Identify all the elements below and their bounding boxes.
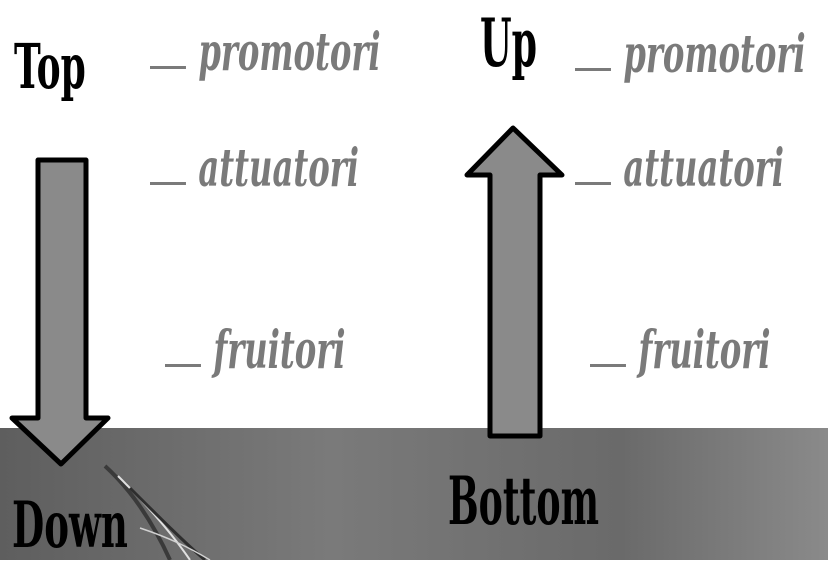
left-term-3: fruitori (165, 320, 346, 381)
bullet-dash (575, 138, 611, 185)
right-term-2-text: attuatori (623, 138, 784, 199)
down-arrow (12, 160, 108, 464)
bullet-dash (165, 320, 201, 367)
label-bottom: Bottom (448, 462, 599, 540)
right-term-1: promotori (575, 24, 806, 85)
right-term-2: attuatori (575, 138, 784, 199)
bullet-dash (150, 22, 186, 69)
label-down: Down (12, 488, 128, 563)
left-term-3-text: fruitori (213, 320, 345, 381)
label-up: Up (480, 4, 537, 82)
up-arrow (467, 128, 562, 436)
right-term-3: fruitori (590, 320, 771, 381)
left-term-1: promotori (150, 22, 381, 83)
bullet-dash (575, 24, 611, 71)
left-term-2-text: attuatori (198, 138, 359, 199)
left-term-1-text: promotori (198, 22, 380, 83)
left-term-2: attuatori (150, 138, 359, 199)
bullet-dash (150, 138, 186, 185)
right-term-3-text: fruitori (638, 320, 770, 381)
bullet-dash (590, 320, 626, 367)
right-term-1-text: promotori (623, 24, 805, 85)
label-top: Top (14, 30, 86, 103)
